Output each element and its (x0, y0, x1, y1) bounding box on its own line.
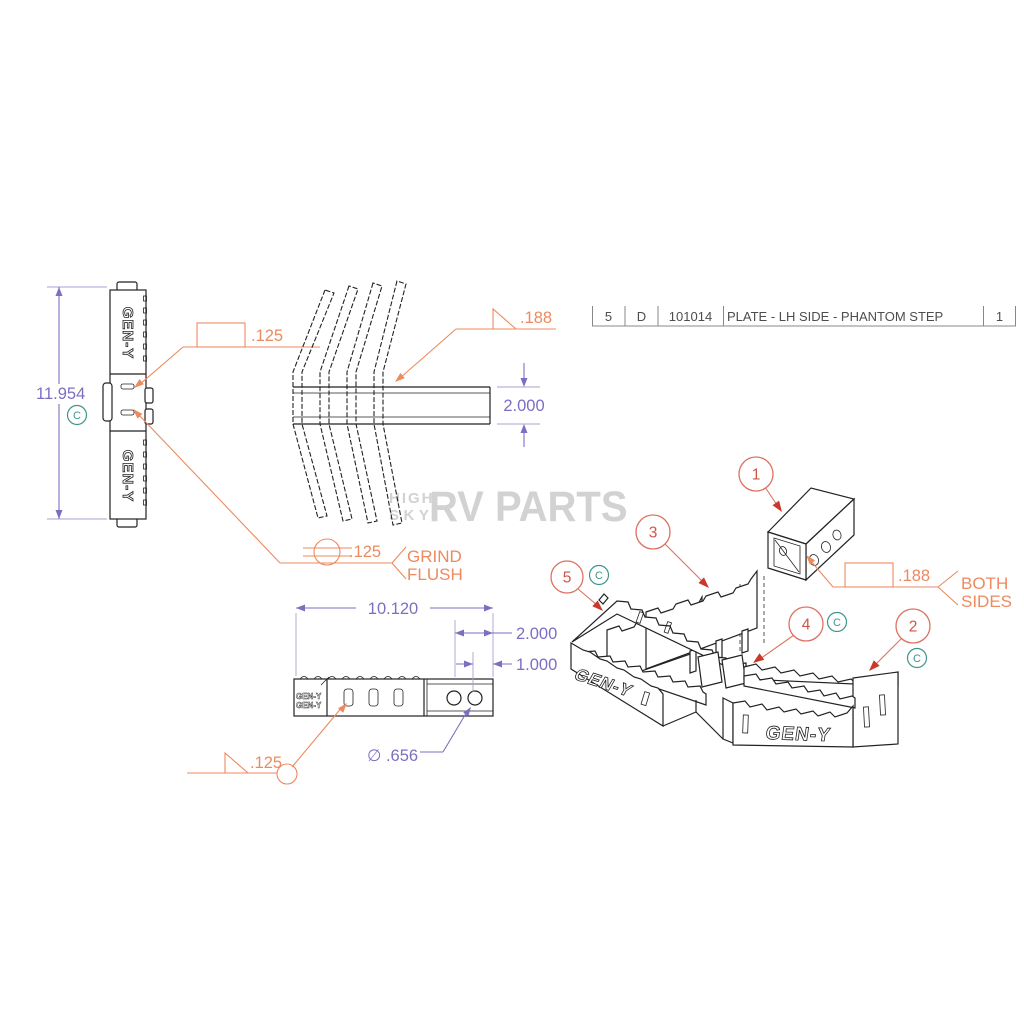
dim-hole-spacing-inner: 1.000 (456, 652, 557, 692)
serration-notches (143, 295, 147, 506)
balloon-5-number: 5 (563, 570, 572, 587)
weld-callout-plug-iso: .188 BOTH SIDES (806, 555, 1012, 611)
receiver-tube (766, 487, 856, 582)
weld-callout-seam-grind: .125 GRIND FLUSH (133, 409, 463, 584)
brand-logo-small-1: GEN-Y (296, 692, 322, 701)
critical-flag-4: C (833, 617, 841, 629)
bom-item: 5 (605, 309, 612, 324)
balloon-3-number: 3 (649, 525, 658, 542)
dim-tube-height: 2.000 (497, 363, 545, 447)
both-sides-line1: BOTH (961, 574, 1008, 593)
dim-hole-diameter: ∅ .656 (367, 707, 471, 765)
both-sides-line2: SIDES (961, 592, 1012, 611)
dim-hole-spacing-inner-value: 1.000 (516, 656, 557, 674)
critical-flag-left: C (73, 410, 81, 422)
dim-tube-height-value: 2.000 (503, 397, 544, 415)
weld-callout-slot-left: .125 (134, 322, 320, 388)
bottom-plate-view: GEN-Y GEN-Y (293, 676, 494, 717)
balloon-4-number: 4 (802, 617, 811, 634)
watermark-line1: HIGH (389, 490, 435, 507)
bom-revision: D (637, 309, 646, 324)
dim-plate-length-value: 10.120 (368, 600, 418, 618)
dim-plate-height-value: 11.954 (36, 385, 85, 403)
weld-callout-fillet-bottom: .125 (187, 703, 347, 785)
balloon-5-plate-lh: 5 C (550, 560, 610, 611)
balloon-2-number: 2 (909, 619, 918, 636)
weld-fillet-top-value: .188 (520, 309, 552, 327)
dim-hole-spacing-outer: 2.000 (454, 620, 557, 677)
watermark-line2: SKY (389, 507, 434, 524)
side-view-phantom-steps (292, 280, 491, 526)
brand-logo-top: GEN-Y (119, 307, 136, 360)
isometric-assembly-view: GEN-Y GEN-Y (570, 487, 899, 748)
dim-hole-diameter-value: ∅ .656 (367, 747, 418, 765)
brand-logo-small-2: GEN-Y (296, 701, 322, 710)
watermark-main: RV PARTS (429, 483, 628, 531)
bom-quantity: 1 (996, 309, 1003, 324)
left-plate-view: GEN-Y GEN-Y (102, 281, 154, 528)
brand-logo-iso-right: GEN-Y (764, 723, 832, 746)
weld-seam-value: .125 (349, 543, 381, 561)
balloon-4-center-joint: 4 C (753, 606, 848, 663)
dim-plate-height: 11.954 C (36, 286, 107, 520)
critical-flag-5: C (595, 570, 603, 582)
grind-note-line1: GRIND (407, 547, 462, 566)
brand-logo-bottom: GEN-Y (119, 450, 136, 503)
balloon-1-receiver-tube: 1 (738, 456, 782, 512)
critical-flag-2: C (913, 653, 921, 665)
dim-hole-spacing-outer-value: 2.000 (516, 625, 557, 643)
weld-callout-fillet-top: .188 (395, 307, 556, 382)
weld-plug-iso-value: .188 (898, 567, 930, 585)
bom-row: 5 D 101014 PLATE - LH SIDE - PHANTOM STE… (592, 306, 1016, 327)
balloon-2-plate-rh: 2 C (869, 608, 931, 671)
grind-note-line2: FLUSH (407, 565, 463, 584)
weld-fillet-bottom-value: .125 (250, 754, 282, 772)
weld-slot-left-value: .125 (251, 327, 283, 345)
balloon-3-web-plate: 3 (635, 514, 709, 588)
bom-part-number: 101014 (669, 309, 712, 324)
balloon-1-number: 1 (752, 467, 761, 484)
dim-plate-length: 10.120 (295, 600, 494, 677)
bom-description: PLATE - LH SIDE - PHANTOM STEP (727, 309, 943, 324)
